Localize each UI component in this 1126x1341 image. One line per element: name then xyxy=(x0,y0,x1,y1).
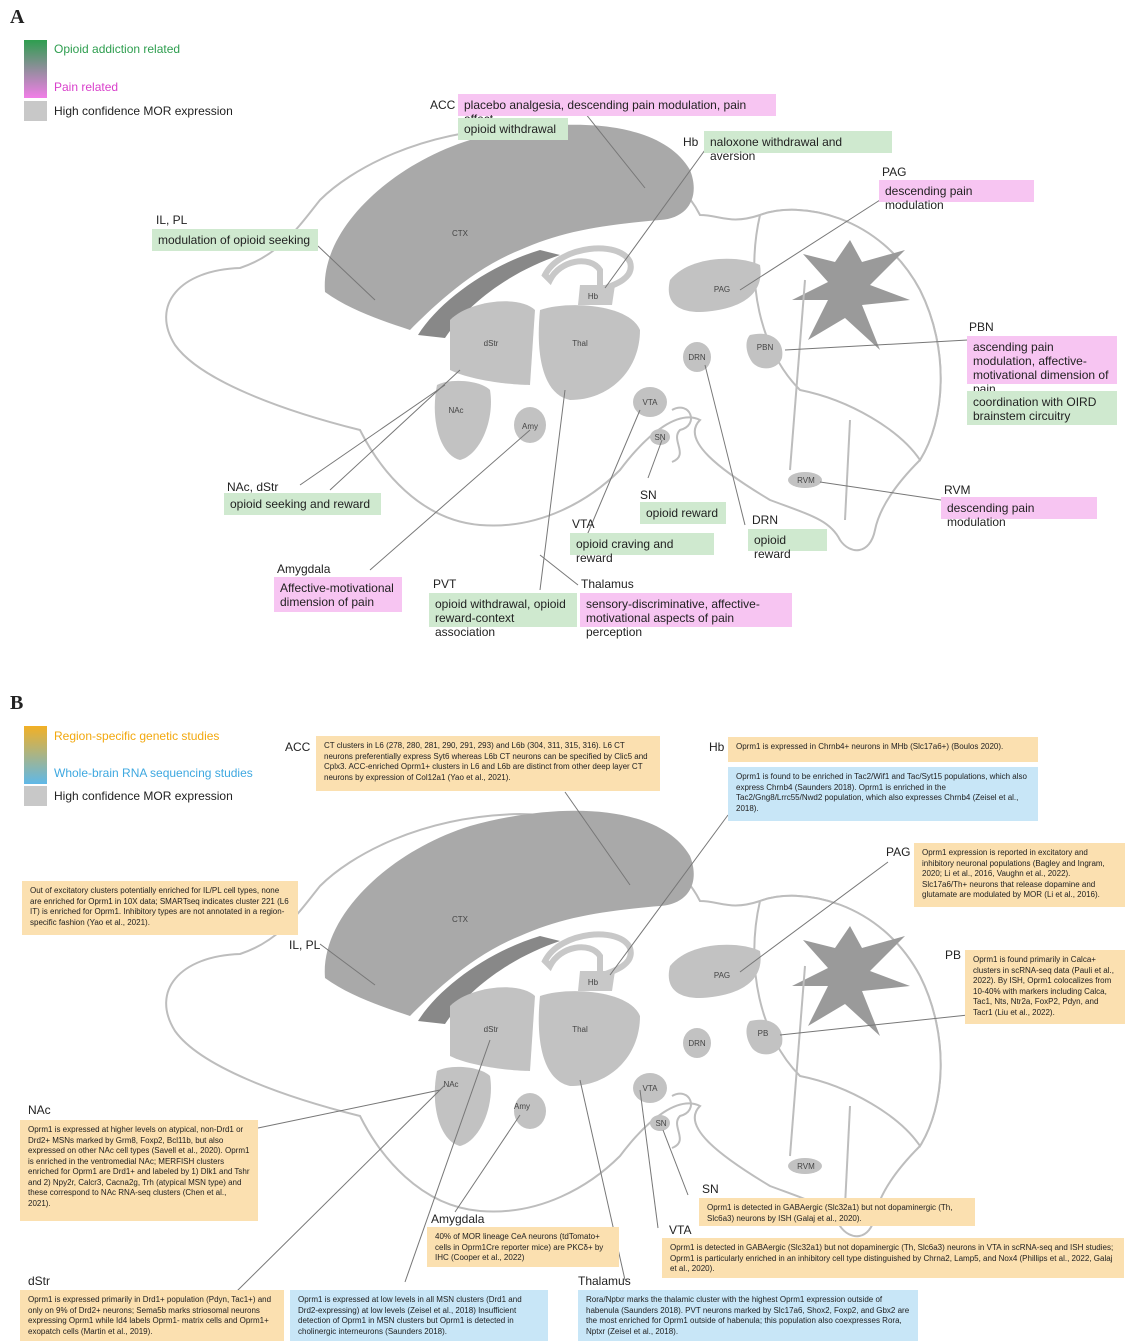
label-vta-b: VTA xyxy=(669,1223,691,1237)
legend-pain-label: Pain related xyxy=(54,80,118,94)
label-dstr-b: dStr xyxy=(28,1274,50,1288)
label-nac-b: NAc xyxy=(28,1103,51,1117)
label-pb-b: PB xyxy=(945,948,961,962)
label-thalamus-b: Thalamus xyxy=(578,1274,631,1288)
box-acc-genetic: CT clusters in L6 (278, 280, 281, 290, 2… xyxy=(316,736,660,791)
box-sn-genetic: Oprm1 is detected in GABAergic (Slc32a1)… xyxy=(699,1198,975,1226)
box-acc-opioid: opioid withdrawal xyxy=(458,118,568,140)
label-hb-b: Hb xyxy=(709,740,724,754)
label-pag-b: PAG xyxy=(886,845,910,859)
legend-opioid-label: Opioid addiction related xyxy=(54,42,180,56)
region-amy-a: Amy xyxy=(522,422,538,431)
region-nac-a: NAc xyxy=(448,406,463,415)
box-hb-opioid: naloxone withdrawal and aversion xyxy=(704,131,892,153)
panel-b-letter: B xyxy=(10,692,23,715)
legend-mor-label-a: High confidence MOR expression xyxy=(54,104,233,118)
box-rvm-pain: descending pain modulation xyxy=(941,497,1097,519)
region-sn-a: SN xyxy=(654,433,665,442)
box-drn-opioid: opioid reward xyxy=(748,529,827,551)
box-pvt-opioid: opioid withdrawal, opioid reward-context… xyxy=(429,593,577,627)
region-rvm-a: RVM xyxy=(797,476,815,485)
box-il-genetic: Out of excitatory clusters potentially e… xyxy=(22,881,298,935)
box-amy-pain: Affective-motivational dimension of pain xyxy=(274,577,402,612)
box-il-opioid: modulation of opioid seeking xyxy=(152,229,318,251)
region-vta-b: VTA xyxy=(643,1084,659,1093)
box-pb-genetic: Oprm1 is found primarily in Calca+ clust… xyxy=(965,950,1125,1024)
region-pbn-a: PBN xyxy=(757,343,774,352)
region-dstr-b: dStr xyxy=(484,1025,499,1034)
region-ctx-a: CTX xyxy=(452,229,469,238)
label-amygdala-a: Amygdala xyxy=(277,562,330,576)
label-il-pl-a: IL, PL xyxy=(156,213,187,227)
legend-gradient-swatch-a xyxy=(24,40,47,98)
region-sn-b: SN xyxy=(655,1119,666,1128)
box-hb-rna: Oprm1 is found to be enriched in Tac2/Wi… xyxy=(728,767,1038,821)
box-nac-opioid: opioid seeking and reward xyxy=(224,493,381,515)
box-pag-pain: descending pain modulation xyxy=(879,180,1034,202)
box-vta-genetic: Oprm1 is detected in GABAergic (Slc32a1)… xyxy=(662,1238,1124,1278)
region-amy-b: Amy xyxy=(514,1102,530,1111)
legend-mor-swatch-b xyxy=(24,786,47,806)
region-ctx-b: CTX xyxy=(452,915,469,924)
box-thal-rna: Rora/Nptxr marks the thalamic cluster wi… xyxy=(578,1290,918,1341)
box-pbn-pain: ascending pain modulation, affective-mot… xyxy=(967,336,1117,384)
legend-gradient-swatch-b xyxy=(24,726,47,784)
region-drn-a: DRN xyxy=(688,353,706,362)
legend-genetic-label: Region-specific genetic studies xyxy=(54,729,219,743)
legend-rna-label: Whole-brain RNA sequencing studies xyxy=(54,766,253,780)
label-pvt-a: PVT xyxy=(433,577,456,591)
box-sn-opioid: opioid reward xyxy=(640,502,726,524)
label-acc-a: ACC xyxy=(430,98,455,112)
label-vta-a: VTA xyxy=(572,517,594,531)
region-vta-a: VTA xyxy=(643,398,659,407)
label-thalamus-a: Thalamus xyxy=(581,577,634,591)
region-rvm-b: RVM xyxy=(797,1162,815,1171)
label-il-pl-b: IL, PL xyxy=(289,938,320,952)
region-dstr-a: dStr xyxy=(484,339,499,348)
box-nac-genetic: Oprm1 is expressed at higher levels on a… xyxy=(20,1120,258,1221)
box-pbn-opioid: coordination with OIRD brainstem circuit… xyxy=(967,391,1117,425)
label-sn-b: SN xyxy=(702,1182,719,1196)
label-pbn-a: PBN xyxy=(969,320,994,334)
legend-mor-swatch-a xyxy=(24,101,47,121)
box-pag-genetic: Oprm1 expression is reported in excitato… xyxy=(914,843,1125,907)
region-pag-a: PAG xyxy=(714,285,730,294)
label-nac-dstr-a: NAc, dStr xyxy=(227,480,278,494)
box-dstr-genetic: Oprm1 is expressed primarily in Drd1+ po… xyxy=(20,1290,284,1341)
region-hb-b: Hb xyxy=(588,978,599,987)
label-sn-a: SN xyxy=(640,488,657,502)
box-vta-opioid: opioid craving and reward xyxy=(570,533,714,555)
label-pag-a: PAG xyxy=(882,165,906,179)
legend-mor-label-b: High confidence MOR expression xyxy=(54,789,233,803)
box-hb-genetic: Oprm1 is expressed in Chrnb4+ neurons in… xyxy=(728,737,1038,762)
label-acc-b: ACC xyxy=(285,740,310,754)
region-nac-b: NAc xyxy=(443,1080,458,1089)
region-pb-b: PB xyxy=(758,1029,769,1038)
label-rvm-a: RVM xyxy=(944,483,970,497)
region-thal-b: Thal xyxy=(572,1025,588,1034)
label-amygdala-b: Amygdala xyxy=(431,1212,484,1226)
region-pag-b: PAG xyxy=(714,971,730,980)
region-drn-b: DRN xyxy=(688,1039,706,1048)
brain-diagram-b: CTX dStr Thal NAc Amy Hb PAG DRN PB VTA … xyxy=(166,811,941,1236)
box-amy-genetic: 40% of MOR lineage CeA neurons (tdTomato… xyxy=(427,1227,619,1267)
box-thal-pain: sensory-discriminative, affective-motiva… xyxy=(580,593,792,627)
region-thal-a: Thal xyxy=(572,339,588,348)
label-hb-a: Hb xyxy=(683,135,698,149)
panel-a-letter: A xyxy=(10,6,24,29)
label-drn-a: DRN xyxy=(752,513,778,527)
box-acc-pain: placebo analgesia, descending pain modul… xyxy=(458,94,776,116)
box-dstr-rna: Oprm1 is expressed at low levels in all … xyxy=(290,1290,548,1341)
region-hb-a: Hb xyxy=(588,292,599,301)
